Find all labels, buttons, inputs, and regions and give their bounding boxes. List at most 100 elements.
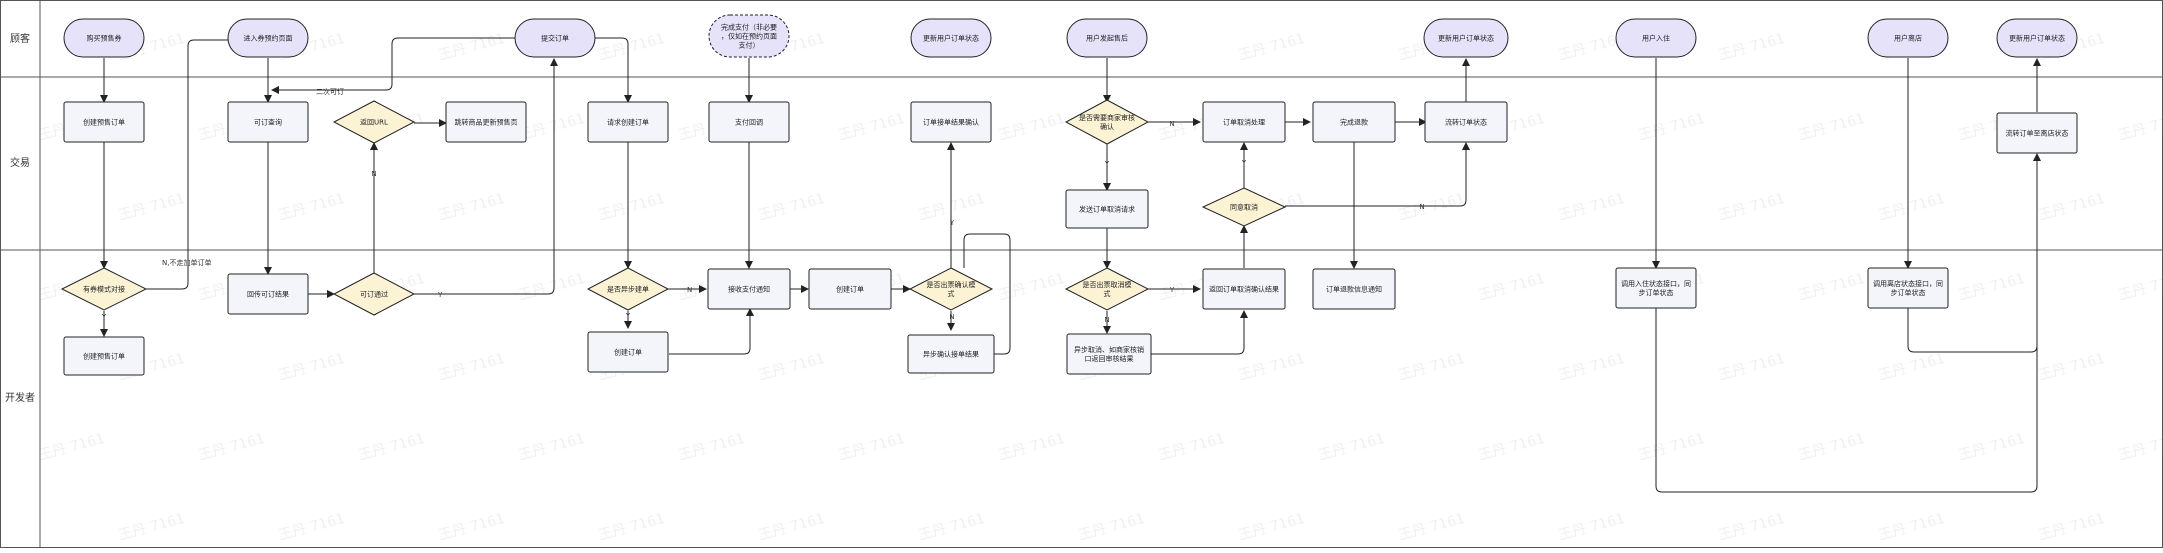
flow-node-n23: 用户发起售后 (1066, 18, 1148, 58)
node-label: 更新用户订单状态 (2009, 34, 2065, 43)
watermark-text: 王丹 7161 (277, 191, 347, 224)
watermark-text: 王丹 7161 (997, 111, 1067, 144)
node-label: 更新用户订单状态 (923, 34, 979, 43)
flow-node-n5: 进入券预约页面 (227, 18, 309, 58)
edges (100, 37, 2041, 493)
connector (414, 58, 558, 295)
node-label: 创建订单 (614, 348, 642, 357)
flow-node-n10: 跳转商品更新预售页 (445, 101, 527, 143)
watermark-text: 王丹 7161 (1317, 431, 1387, 464)
flow-node-n36: 调用入住状态接口，同步订单状态 (1615, 267, 1697, 309)
node-label: 异步取消、如商家核销口返回审核结果 (1074, 345, 1144, 363)
connector (1907, 308, 2038, 353)
watermark-text: 王丹 7161 (677, 431, 747, 464)
node-label: 提交订单 (541, 34, 569, 43)
node-label: 跳转商品更新预售页 (455, 118, 518, 127)
watermark-text: 王丹 7161 (597, 511, 667, 544)
flow-node-n26: 是否出票取消模式 (1064, 267, 1150, 311)
flow-node-n24: 是否需要商家审核确认 (1064, 99, 1150, 145)
connector (146, 39, 230, 290)
edge-label: N (687, 286, 692, 294)
decision-shape (1064, 99, 1150, 145)
flow-node-n4: 创建预售订单 (63, 336, 145, 376)
watermark-text: 王丹 7161 (2037, 191, 2107, 224)
connector (1655, 153, 2041, 493)
lane-label-customer: 顾客 (10, 32, 30, 45)
watermark-text: 王丹 7161 (277, 511, 347, 544)
node-label: 有券模式对接 (83, 285, 125, 294)
flow-node-n27: 异步取消、如商家核销口返回审核结果 (1066, 333, 1152, 375)
flow-node-n6: 可订查询 (227, 101, 309, 143)
watermark-text: 王丹 7161 (837, 431, 907, 464)
node-label: 接收支付通知 (728, 285, 770, 294)
watermark-text: 王丹 7161 (2037, 511, 2107, 544)
edge-label: N (949, 313, 954, 321)
process-shape (910, 101, 992, 143)
terminal-shape (910, 18, 992, 58)
flow-node-n25: 发送订单取消请求 (1065, 189, 1149, 229)
flow-node-n30: 返回订单取消确认结果 (1202, 268, 1286, 310)
watermark-text: 王丹 7161 (1477, 431, 1547, 464)
flow-node-n31: 完成退款 (1312, 101, 1396, 143)
process-shape (1615, 267, 1697, 309)
flow-node-n33: 更新用户订单状态 (1423, 18, 1509, 58)
process-shape (808, 268, 892, 310)
flow-node-n12: 请求创建订单 (587, 101, 669, 143)
watermark-text: 王丹 7161 (1717, 31, 1787, 64)
node-label: 是否出票取消模式 (1083, 280, 1132, 298)
watermark-text: 王丹 7161 (117, 191, 187, 224)
watermark-text: 王丹 7161 (1957, 431, 2027, 464)
flow-node-n9: 返回URL (332, 100, 416, 144)
watermark-text: 王丹 7161 (1717, 351, 1787, 384)
node-label: 同意取消 (1230, 203, 1258, 212)
process-shape (1424, 101, 1508, 143)
flow-node-n16: 支付回调 (708, 101, 790, 143)
watermark-text: 王丹 7161 (597, 191, 667, 224)
flow-node-n3: 有券模式对接 (60, 267, 148, 311)
watermark-text: 王丹 7161 (1557, 191, 1627, 224)
node-label: 订单退款信息通知 (1326, 285, 1382, 294)
process-shape (1202, 101, 1286, 143)
connector (1151, 310, 1248, 355)
connector (669, 308, 754, 355)
flow-node-n37: 用户离店 (1867, 18, 1949, 58)
decision-shape (1201, 187, 1287, 227)
process-shape (63, 336, 145, 376)
process-shape (1065, 189, 1149, 229)
watermark-text: 王丹 7161 (1877, 191, 1947, 224)
flow-node-n20: 订单接单结果确认 (910, 101, 992, 143)
flow-node-n38: 调用离店状态接口，同步订单状态 (1867, 267, 1949, 309)
decision-shape (908, 267, 994, 311)
node-label: 创建预售订单 (83, 352, 125, 361)
watermark-text: 王丹 7161 (517, 271, 587, 304)
process-shape (227, 273, 309, 315)
watermark-text: 王丹 7161 (1397, 351, 1467, 384)
process-shape (708, 101, 790, 143)
edge-labels: Y N,不走加单订单 Y N 二次可订 Y N Y N N Y Y N Y N (101, 87, 1425, 324)
watermark-text: 王丹 7161 (1797, 271, 1867, 304)
edge-label: Y (101, 313, 107, 321)
terminal-shape (227, 18, 309, 58)
watermark-text: 王丹 7161 (757, 351, 827, 384)
edge-label: N,不走加单订单 (162, 258, 211, 267)
node-label: 订单取消处理 (1223, 118, 1265, 127)
flow-node-n2: 创建预售订单 (63, 101, 145, 143)
lane-label-trade: 交易 (10, 156, 30, 169)
edge-label: N (371, 170, 376, 178)
edge-label: Y (1169, 286, 1175, 294)
flow-node-n32: 订单退款信息通知 (1312, 268, 1396, 310)
watermark-text: 王丹 7161 (1637, 111, 1707, 144)
watermark-text: 王丹 7161 (517, 431, 587, 464)
watermark-text: 王丹 7161 (757, 191, 827, 224)
flow-node-n40: 流转订单至离店状态 (1996, 112, 2078, 154)
watermark-text: 王丹 7161 (1717, 511, 1787, 544)
flow-node-n1: 购买预售券 (63, 18, 145, 58)
node-label: 回传可订结果 (247, 290, 289, 299)
decision-shape (332, 100, 416, 144)
edge-label: Y (949, 219, 955, 227)
watermark-text: 王丹 7161 (1877, 511, 1947, 544)
flow-node-n35: 用户入住 (1615, 18, 1697, 58)
node-label: 是否出票确认模式 (927, 280, 976, 298)
decision-shape (60, 267, 148, 311)
